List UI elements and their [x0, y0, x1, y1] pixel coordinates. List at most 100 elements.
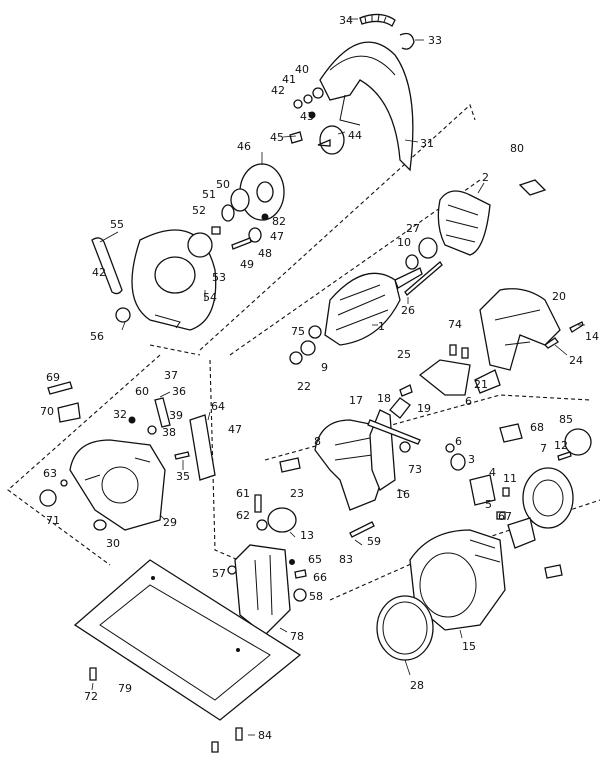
label-55: 55 [110, 218, 124, 231]
label-73: 73 [408, 463, 422, 476]
label-59: 59 [367, 535, 381, 548]
handle-housing-8 [314, 419, 386, 511]
label-15: 15 [462, 640, 476, 653]
label-63: 63 [43, 467, 57, 480]
field-2 [437, 190, 491, 256]
washer-41 [303, 94, 313, 104]
lever-55 [91, 237, 123, 295]
screw-61 [254, 494, 262, 513]
leader-lines [91, 18, 585, 736]
label-78: 78 [290, 630, 304, 643]
label-11: 11 [503, 472, 517, 485]
plate-68 [499, 423, 523, 443]
armature-1 [324, 267, 423, 346]
label-42-lower: 42 [92, 266, 106, 279]
knob-71 [39, 489, 57, 507]
bearing-3 [450, 453, 466, 471]
label-75: 75 [291, 325, 305, 338]
plug-23 [279, 457, 301, 473]
lever-36 [154, 397, 171, 428]
screw-84b [211, 741, 219, 753]
ring-56 [115, 307, 131, 323]
label-14: 14 [585, 330, 599, 343]
clip-80 [518, 179, 547, 196]
label-35: 35 [176, 470, 190, 483]
label-2: 2 [482, 171, 489, 184]
label-20: 20 [552, 290, 566, 303]
clip-70 [57, 402, 81, 423]
label-6-upper: 6 [465, 395, 472, 408]
bearing-10 [405, 254, 419, 270]
shaft-44 [317, 139, 331, 147]
part-labels: 34 33 31 40 41 42 43 44 45 46 50 51 52 8… [40, 14, 599, 742]
gear-4 [469, 474, 496, 506]
label-62: 62 [236, 509, 250, 522]
screw-24 [543, 337, 559, 349]
label-7: 7 [540, 442, 547, 455]
label-31: 31 [420, 137, 434, 150]
screw-66 [294, 569, 307, 579]
label-56: 56 [90, 330, 104, 343]
ring-6 [445, 443, 455, 453]
label-67: 67 [498, 510, 512, 523]
label-43: 43 [300, 110, 314, 123]
label-66: 66 [313, 571, 327, 584]
pin-43 [308, 111, 316, 119]
label-23: 23 [290, 487, 304, 500]
bearing-27 [418, 237, 438, 259]
pin-5 [496, 511, 506, 520]
pin-38 [147, 425, 157, 435]
washer-50 [230, 188, 250, 212]
label-83: 83 [339, 553, 353, 566]
label-85: 85 [559, 413, 573, 426]
label-65: 65 [308, 553, 322, 566]
label-36: 36 [172, 385, 186, 398]
label-10: 10 [397, 236, 411, 249]
label-68: 68 [530, 421, 544, 434]
key-11 [502, 487, 510, 497]
ring-28-inner [382, 601, 428, 655]
label-64: 64 [211, 400, 225, 413]
label-52: 52 [192, 204, 206, 217]
label-30: 30 [106, 537, 120, 550]
nut-48 [248, 227, 262, 243]
washer-51 [221, 204, 235, 222]
screw-14 [569, 321, 584, 333]
label-54: 54 [203, 291, 217, 304]
switch-21 [474, 369, 501, 394]
screw-26 [404, 261, 443, 296]
label-27: 27 [406, 222, 420, 235]
screw-35 [174, 451, 190, 460]
screw-32 [128, 416, 136, 424]
washer-22 [289, 351, 303, 365]
label-72: 72 [84, 690, 98, 703]
screw-49 [231, 237, 252, 250]
label-46: 46 [237, 140, 251, 153]
label-80: 80 [510, 142, 524, 155]
washer-62 [256, 519, 268, 531]
base-housing-29 [69, 439, 166, 531]
label-16: 16 [396, 488, 410, 501]
screw-45 [289, 131, 303, 144]
label-39: 39 [169, 409, 183, 422]
switch-assembly [399, 344, 471, 397]
label-38: 38 [162, 426, 176, 439]
label-6-lower: 6 [455, 435, 462, 448]
label-4: 4 [489, 466, 496, 479]
ring-73 [399, 441, 411, 453]
handle-20 [479, 288, 561, 371]
nut-58 [293, 588, 307, 602]
label-49: 49 [240, 258, 254, 271]
nut-42 [293, 99, 303, 109]
label-17: 17 [349, 394, 363, 407]
flange-46 [239, 163, 285, 221]
knob-13 [267, 507, 297, 533]
ring-53 [187, 232, 213, 258]
rod-17 [367, 419, 421, 445]
clip-69 [47, 381, 73, 395]
label-34: 34 [339, 14, 353, 27]
pin-82 [261, 213, 269, 221]
label-69: 69 [46, 371, 60, 384]
